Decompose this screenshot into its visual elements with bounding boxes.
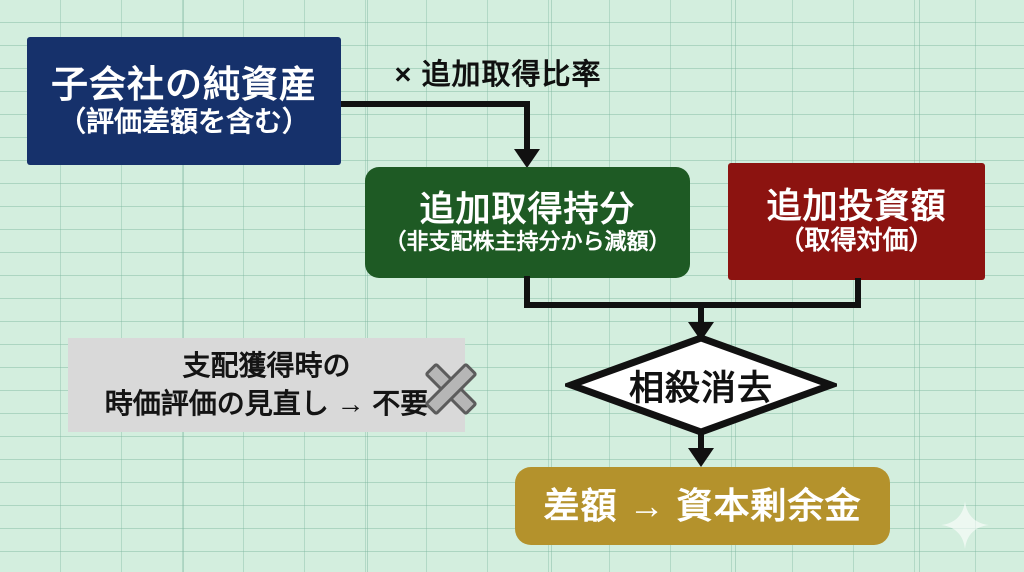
edge-investment-down-line (855, 278, 861, 308)
edge-offset-down-line (698, 431, 704, 450)
node-investment-subtitle: （取得対価） (778, 225, 935, 256)
node-investment-title: 追加投資額 (766, 186, 947, 226)
note-line1: 支配獲得時の (182, 350, 351, 382)
edge-subsidiary-vertical-line (524, 101, 530, 151)
note-line2: 時価評価の見直し → 不要 (104, 388, 429, 419)
multiplier-edge-label: × 追加取得比率 (394, 59, 602, 91)
edge-merge-horizontal-line (524, 302, 861, 308)
arrow-down-icon (514, 149, 540, 168)
node-additional-investment: 追加投資額 （取得対価） (728, 163, 985, 280)
node-equity-title: 追加取得持分 (419, 190, 636, 230)
node-subsidiary-net-assets: 子会社の純資産 （評価差額を含む） (27, 37, 341, 165)
node-additional-acquisition-equity: 追加取得持分 （非支配株主持分から減額） (365, 167, 690, 278)
edge-subsidiary-horizontal-line (341, 101, 529, 107)
node-subsidiary-title: 子会社の純資産 (51, 64, 317, 106)
x-mark-icon (425, 363, 477, 415)
node-result-capital-surplus: 差額 → 資本剰余金 (515, 467, 890, 545)
arrow-down-icon (688, 322, 714, 341)
edge-merge-vertical-line (698, 302, 704, 324)
arrow-down-icon (688, 448, 714, 467)
node-subsidiary-subtitle: （評価差額を含む） (57, 105, 310, 137)
node-offset-label: 相殺消去 (628, 368, 773, 408)
sparkle-icon (941, 501, 989, 549)
node-offset-elimination: 相殺消去 (565, 333, 837, 437)
node-result-label: 差額 → 資本剰余金 (543, 484, 862, 526)
note-fair-value-review: 支配獲得時の 時価評価の見直し → 不要 (68, 338, 465, 432)
edge-equity-down-line (524, 276, 530, 308)
node-equity-subtitle: （非支配株主持分から減額） (384, 229, 671, 255)
